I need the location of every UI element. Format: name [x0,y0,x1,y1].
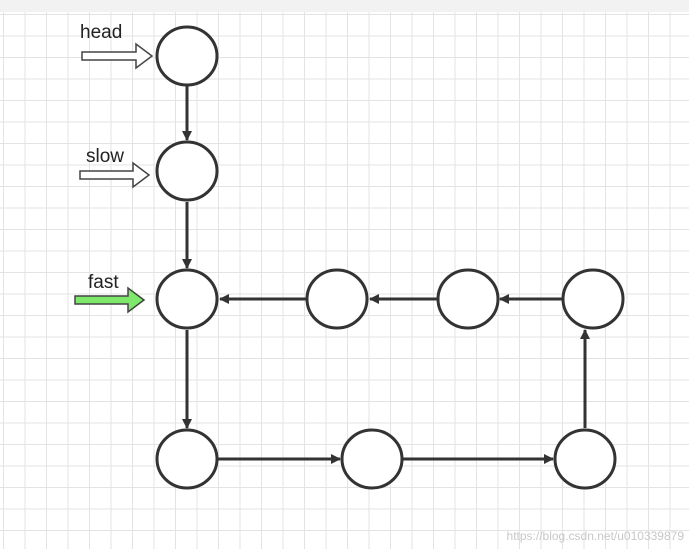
links [182,86,590,464]
nodes [155,25,625,490]
fast-pointer-arrow [74,286,146,314]
list-node-8 [436,268,500,330]
list-node-2 [155,140,219,202]
list-node-7 [561,268,625,330]
watermark-text: https://blog.csdn.net/u010339879 [507,529,685,543]
list-node-1 [155,25,219,87]
list-node-9 [305,268,369,330]
list-node-6 [553,428,617,490]
pointers [74,42,154,314]
slow-pointer-arrow [79,161,151,189]
list-node-3 [155,268,219,330]
slow-label: slow [86,146,124,167]
list-node-5 [340,428,404,490]
list-node-4 [155,428,219,490]
fast-label: fast [88,272,119,293]
head-label: head [80,22,122,43]
head-pointer-arrow [81,42,154,70]
